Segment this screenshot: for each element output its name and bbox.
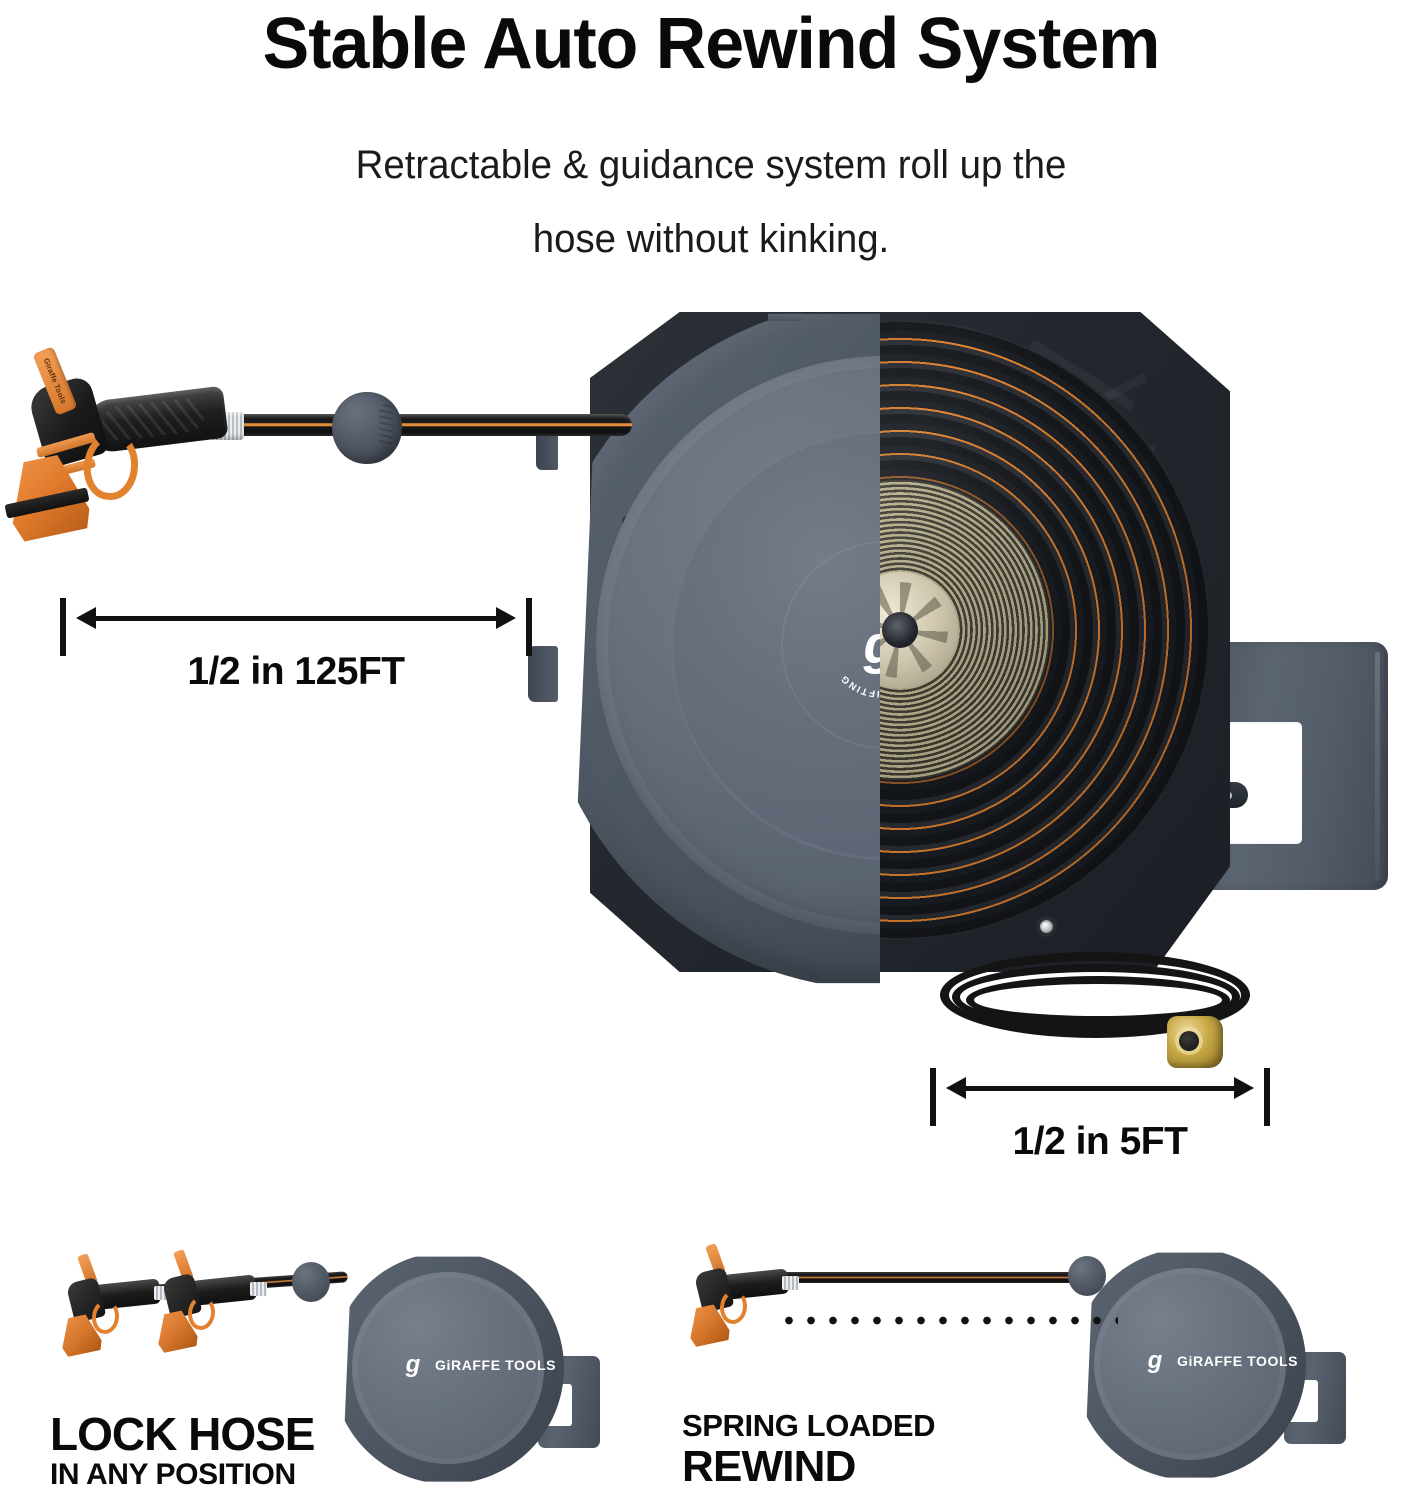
dimension-label: 1/2 in 125FT: [187, 650, 405, 693]
dimension-cap-left: [60, 598, 66, 656]
brand-name: GiRAFFE TOOLS: [1177, 1353, 1299, 1369]
brand-mark-g: g: [1147, 1347, 1163, 1374]
cover-bump: [768, 313, 802, 321]
page-subtitle: Retractable & guidance system roll up th…: [28, 128, 1393, 276]
extended-hose: [212, 414, 632, 436]
feature-caption-lock-hose: LOCK HOSE IN ANY POSITION: [50, 1408, 315, 1492]
feature-panel-lock-hose: g GiRAFFE TOOLS LOCK HOSE IN ANY POSITIO…: [42, 1228, 642, 1500]
dimension-line: [952, 1086, 1248, 1091]
dimension-arrow-right: [1234, 1077, 1254, 1099]
mini-housing-cover: [1085, 1252, 1306, 1478]
dimension-arrow-left: [946, 1077, 966, 1099]
caption-line-1: LOCK HOSE: [50, 1408, 315, 1461]
feature-caption-spring-rewind: SPRING LOADED REWIND: [682, 1408, 936, 1491]
hose-ferrule: [250, 1282, 267, 1296]
product-hero-image: WE'LL DO THE HEAVY LIFTING g Giraffe Too…: [0, 290, 1422, 1190]
mini-brand-badge: g GiRAFFE TOOLS: [1140, 1346, 1298, 1376]
cover-side-tab: [528, 646, 558, 702]
lead-hose-coil: [940, 950, 1270, 1056]
dimension-line: [82, 616, 510, 621]
dimension-cap-right: [526, 598, 532, 656]
header: Stable Auto Rewind System Retractable & …: [0, 0, 1422, 276]
dimension-arrow-right: [496, 607, 516, 629]
frame-screw: [1040, 920, 1053, 933]
mini-brand-badge: g GiRAFFE TOOLS: [398, 1350, 556, 1380]
dimension-label: 1/2 in 5FT: [1012, 1120, 1188, 1163]
caption-line-1: SPRING LOADED: [682, 1408, 936, 1444]
dimension-lead-hose: 1/2 in 5FT: [930, 1068, 1270, 1178]
mini-hose-stopper: [292, 1262, 330, 1302]
cover-bump: [606, 320, 640, 333]
brass-hose-connector: [1167, 1016, 1223, 1068]
mini-hose-stopper: [1068, 1256, 1106, 1296]
hub-axle: [882, 612, 918, 648]
dimension-main-hose: 1/2 in 125FT: [60, 598, 532, 708]
brand-mark-g: g: [405, 1351, 421, 1378]
mini-housing-cover: [343, 1256, 564, 1482]
subtitle-line-1: Retractable & guidance system roll up th…: [355, 142, 1067, 187]
page-title: Stable Auto Rewind System: [262, 4, 1161, 84]
brand-name: GiRAFFE TOOLS: [435, 1357, 557, 1373]
mini-reel-left: g GiRAFFE TOOLS: [324, 1238, 624, 1496]
bracket-edge-highlight: [1375, 652, 1380, 880]
mini-cover-disc: [1094, 1268, 1286, 1460]
feature-panel-spring-rewind: g GiRAFFE TOOLS SPRING LOADED REWIND: [672, 1228, 1402, 1500]
caption-line-2: IN ANY POSITION: [50, 1458, 296, 1492]
mini-reel-right: g GiRAFFE TOOLS: [1062, 1232, 1382, 1494]
hose-loop: [940, 952, 1250, 1038]
hose-stopper-bumper: [332, 392, 402, 464]
caption-line-2: REWIND: [682, 1441, 856, 1491]
hose-ferrule: [782, 1276, 799, 1290]
hub-badge-svg: WE'LL DO THE HEAVY LIFTING: [838, 591, 880, 699]
rewind-motion-dots: [778, 1316, 1118, 1325]
hose-loop: [952, 964, 1240, 1030]
hub-brand-badge: WE'LL DO THE HEAVY LIFTING g: [814, 579, 880, 711]
subtitle-line-2: hose without kinking.: [532, 216, 890, 261]
mini-hose: [758, 1272, 1098, 1283]
mini-cover-disc: [352, 1272, 544, 1464]
dimension-arrow-left: [76, 607, 96, 629]
dimension-cap-left: [930, 1068, 936, 1126]
brand-mark-g: g: [864, 618, 881, 672]
dimension-cap-right: [1264, 1068, 1270, 1126]
hose-loop: [966, 976, 1230, 1024]
